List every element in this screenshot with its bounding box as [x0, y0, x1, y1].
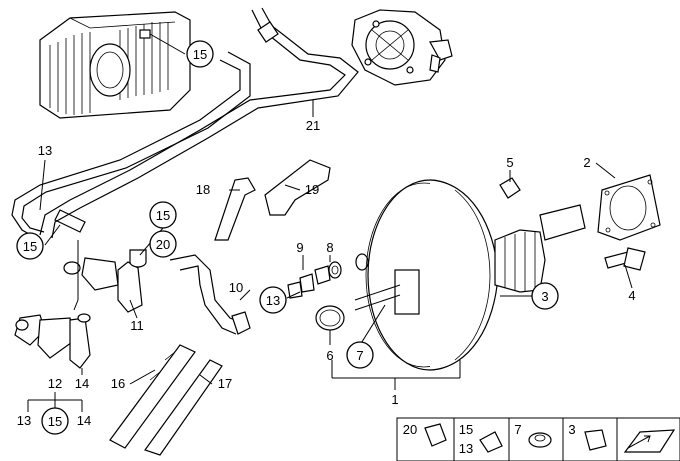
callout-11: 11: [130, 318, 144, 333]
callout-7: 7: [356, 348, 363, 363]
nut-5: [499, 177, 521, 199]
hex-nut-icon: [584, 429, 607, 451]
callout-7-circle: [346, 341, 374, 369]
legend-label-15: 15: [459, 422, 473, 437]
vacuum-hose-13: [11, 51, 251, 241]
callout-17: 17: [218, 376, 232, 391]
callout-10: 10: [229, 280, 243, 295]
leader-lines: [27, 33, 633, 412]
callout-3: 3: [541, 289, 548, 304]
callout-16: 16: [111, 376, 125, 391]
bracket-17: [144, 359, 223, 456]
nut-icon: [528, 432, 552, 448]
brake-booster: [354, 179, 586, 371]
intake-manifold: [39, 11, 191, 119]
callout-13-circle: [259, 286, 287, 314]
direction-arrow-icon: [623, 429, 676, 453]
callout-1: 1: [391, 392, 398, 407]
grommet-icon: [424, 423, 447, 447]
callout-15-d: 15: [48, 414, 62, 429]
callout-15-circle-4: [41, 407, 69, 435]
bracket-18: [214, 177, 256, 241]
callout-13: 13: [38, 143, 52, 158]
legend-strip: 20 15 13 7 3: [396, 417, 680, 461]
vacuum-hose-21: [39, 7, 359, 239]
callout-20-circle: [149, 230, 177, 258]
callout-13-c: 13: [17, 413, 31, 428]
callout-18: 18: [196, 182, 210, 197]
legend-label-7: 7: [514, 422, 521, 437]
callout-19: 19: [305, 182, 319, 197]
callout-6: 6: [326, 348, 333, 363]
callout-12: 12: [48, 376, 62, 391]
callout-5: 5: [506, 155, 513, 170]
legend-label-20: 20: [403, 422, 417, 437]
callout-4: 4: [628, 288, 635, 303]
callout-14: 14: [75, 376, 89, 391]
callout-15-circle-3: [149, 201, 177, 229]
vacuum-pump: [351, 9, 453, 86]
callout-3-circle: [531, 282, 559, 310]
bolt-4: [604, 247, 646, 271]
callout-20: 20: [156, 237, 170, 252]
flange-gasket: [597, 174, 661, 241]
hose-clamp-icon: [479, 431, 503, 453]
callout-13-b: 13: [266, 293, 280, 308]
callout-21: 21: [306, 118, 320, 133]
check-valve-11: [63, 240, 147, 313]
callout-2: 2: [583, 155, 590, 170]
callout-15-circle: [186, 40, 214, 68]
legend-label-13: 13: [459, 441, 473, 456]
seal-parts: [287, 253, 369, 331]
callout-15: 15: [193, 47, 207, 62]
callout-14-b: 14: [77, 413, 91, 428]
callout-9: 9: [296, 240, 303, 255]
callout-15-c: 15: [156, 208, 170, 223]
legend-label-3: 3: [568, 422, 575, 437]
hose-10: [169, 254, 251, 335]
bracket-19: [264, 159, 331, 216]
callout-15-circle-2: [16, 232, 44, 260]
hose-set-12: [14, 313, 91, 369]
callouts: 15 21 13 15 15 20 11 18 19 9 8 10 13 6 7…: [16, 40, 636, 435]
bracket-16: [109, 344, 196, 449]
callout-8: 8: [326, 240, 333, 255]
callout-15-b: 15: [23, 239, 37, 254]
